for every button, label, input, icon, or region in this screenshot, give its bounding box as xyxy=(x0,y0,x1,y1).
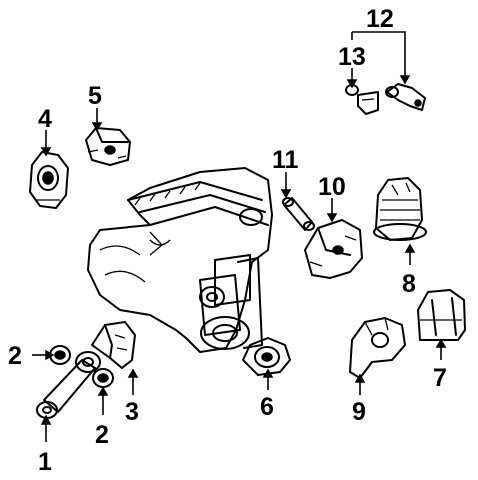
part-2-bushing-left xyxy=(49,345,71,365)
callout-6: 6 xyxy=(260,393,274,421)
leader-lines xyxy=(32,31,447,442)
part-7-mount xyxy=(417,289,466,341)
callout-5: 5 xyxy=(88,82,102,110)
callout-1: 1 xyxy=(38,448,52,476)
callout-4: 4 xyxy=(38,105,52,133)
part-2-bushing-right xyxy=(92,368,114,388)
part-12-sensor-bracket xyxy=(385,83,426,111)
part-3-bracket xyxy=(91,321,136,369)
callout-11: 11 xyxy=(272,146,299,174)
callout-2-left: 2 xyxy=(8,342,22,370)
part-11-rod xyxy=(282,197,315,231)
callout-7: 7 xyxy=(433,364,447,392)
part-4-mount xyxy=(29,151,69,209)
part-6-mount xyxy=(242,337,291,376)
callouts: 1 2 2 3 4 5 6 7 8 9 10 11 12 13 xyxy=(8,5,447,476)
part-9-bracket xyxy=(349,317,406,379)
engine-assembly xyxy=(87,167,273,353)
callout-8: 8 xyxy=(402,270,416,298)
callout-2-right: 2 xyxy=(95,421,109,449)
part-8-mount xyxy=(373,177,427,241)
callout-10: 10 xyxy=(318,173,346,201)
part-13-bolt xyxy=(345,84,379,115)
part-5-mount-bracket xyxy=(85,127,131,166)
callout-13: 13 xyxy=(338,43,366,71)
callout-3: 3 xyxy=(125,398,139,426)
part-1-torque-rod xyxy=(36,351,101,419)
callout-12: 12 xyxy=(366,5,394,33)
part-10-bracket xyxy=(304,219,363,279)
callout-9: 9 xyxy=(352,398,366,426)
